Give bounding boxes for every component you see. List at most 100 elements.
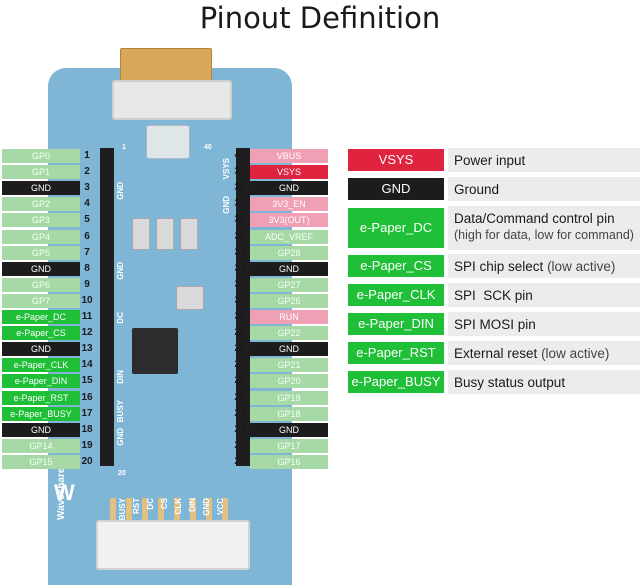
right-pin-header — [236, 148, 250, 466]
legend-tag: e-Paper_BUSY — [348, 371, 444, 393]
right-pin-label: VSYS — [250, 165, 328, 180]
left-pin-label: e-Paper_RST — [2, 390, 80, 405]
right-pin-label: 3V3(OUT) — [250, 213, 328, 228]
silk-right: GND — [222, 196, 231, 214]
left-pin-number: 7 — [84, 246, 90, 258]
left-pin-label: GP7 — [2, 293, 80, 308]
right-pin-label: GP18 — [250, 406, 328, 421]
legend-tag: e-Paper_DIN — [348, 313, 444, 335]
silk-left: GND — [116, 182, 125, 200]
legend-row-bg — [448, 312, 640, 336]
left-pin-label: GP4 — [2, 229, 80, 244]
silk-bottom: CLK — [174, 498, 183, 515]
legend-sub: (low active) — [547, 259, 616, 274]
left-pin-number: 3 — [84, 182, 90, 194]
page-title: Pinout Definition — [199, 1, 441, 35]
left-pin-number: 9 — [84, 278, 90, 290]
bottom-connector — [96, 520, 250, 570]
left-pin-number: 14 — [81, 359, 93, 371]
left-pin-label: e-Paper_BUSY — [2, 406, 80, 421]
right-pin-number: 33 — [234, 262, 246, 274]
right-pin-label: GP17 — [250, 438, 328, 453]
legend-tag: e-Paper_CLK — [348, 284, 444, 306]
silk-pin1: 1 — [122, 144, 126, 151]
left-pin-label: GP1 — [2, 165, 80, 180]
left-pin-label: e-Paper_DIN — [2, 374, 80, 389]
right-pin-label: GND — [250, 181, 328, 196]
legend-text: Ground — [454, 181, 499, 198]
legend-row-bg — [448, 148, 640, 172]
silk-right: VSYS — [222, 158, 231, 180]
legend-text: SPI chip select (low active) — [454, 258, 615, 275]
right-pin-number: 34 — [234, 246, 246, 258]
left-pin-number: 11 — [81, 311, 93, 322]
right-pin-number: 29 — [234, 327, 246, 339]
right-pin-number: 30 — [234, 311, 246, 322]
legend-text: Power input — [454, 152, 525, 169]
right-pin-number: 25 — [234, 391, 246, 403]
silk-pin40: 40 — [204, 144, 212, 151]
right-pin-label: VBUS — [250, 149, 328, 163]
usb-port — [146, 125, 190, 159]
left-pin-label: GND — [2, 181, 80, 196]
left-pin-label: GND — [2, 422, 80, 437]
right-pin-label: GP16 — [250, 454, 328, 469]
right-pin-number: 23 — [234, 423, 246, 435]
legend-row-bg — [448, 283, 640, 307]
right-pin-label: GP19 — [250, 390, 328, 405]
legend-text: External reset (low active) — [454, 345, 609, 362]
left-pin-number: 6 — [84, 230, 90, 242]
component — [176, 286, 204, 310]
silk-left: DC — [116, 312, 125, 324]
right-pin-number: 39 — [234, 166, 246, 178]
right-pin-label: GP26 — [250, 293, 328, 308]
legend-text: SPI SCK pin — [454, 287, 533, 304]
left-pin-number: 13 — [81, 343, 93, 355]
left-pin-label: GP3 — [2, 213, 80, 228]
left-pin-number: 12 — [81, 327, 93, 339]
right-pin-label: RUN — [250, 310, 328, 324]
legend-tag: e-Paper_DC — [348, 208, 444, 248]
left-pin-number: 2 — [84, 166, 90, 178]
legend-desc: Data/Command control pin — [454, 211, 615, 226]
legend-row-bg — [448, 370, 640, 394]
right-pin-label: GP28 — [250, 245, 328, 260]
right-pin-number: 26 — [234, 375, 246, 387]
right-pin-number: 37 — [234, 198, 246, 210]
right-pin-label: GND — [250, 342, 328, 357]
legend-tag: GND — [348, 178, 444, 200]
left-pin-label: e-Paper_DC — [2, 310, 80, 324]
right-pin-number: 22 — [234, 439, 246, 451]
fpc-connector — [112, 80, 232, 120]
left-pin-number: 17 — [81, 407, 93, 419]
right-pin-number: 40 — [234, 150, 246, 161]
left-pin-number: 16 — [81, 391, 93, 403]
left-pin-label: GP0 — [2, 149, 80, 163]
legend-text: SPI MOSI pin — [454, 316, 536, 333]
right-pin-label: GP27 — [250, 277, 328, 292]
legend-text: Data/Command control pin (high for data,… — [454, 210, 634, 244]
right-pin-label: GND — [250, 261, 328, 276]
component — [156, 218, 174, 250]
left-pin-label: GND — [2, 261, 80, 276]
silk-bottom: CS — [160, 498, 169, 510]
left-pin-label: GP14 — [2, 438, 80, 453]
legend-desc: Power input — [454, 153, 526, 168]
legend-desc: External reset — [454, 346, 538, 361]
right-pin-number: 38 — [234, 182, 246, 194]
right-pin-label: GP20 — [250, 374, 328, 389]
silk-bottom: RST — [132, 498, 141, 514]
left-pin-number: 20 — [81, 455, 93, 467]
left-pin-number: 10 — [81, 294, 93, 306]
left-pin-label: GP6 — [2, 277, 80, 292]
right-pin-number: 28 — [234, 343, 246, 355]
silk-bottom: GND — [202, 498, 211, 516]
legend-row-bg — [448, 206, 640, 250]
right-pin-label: GND — [250, 422, 328, 437]
silk-left: GND — [116, 262, 125, 280]
right-pin-label: GP22 — [250, 326, 328, 341]
legend-desc: Busy status output — [454, 375, 566, 390]
legend-tag: e-Paper_RST — [348, 342, 444, 364]
right-pin-number: 36 — [234, 214, 246, 226]
silk-left: GND — [116, 428, 125, 446]
